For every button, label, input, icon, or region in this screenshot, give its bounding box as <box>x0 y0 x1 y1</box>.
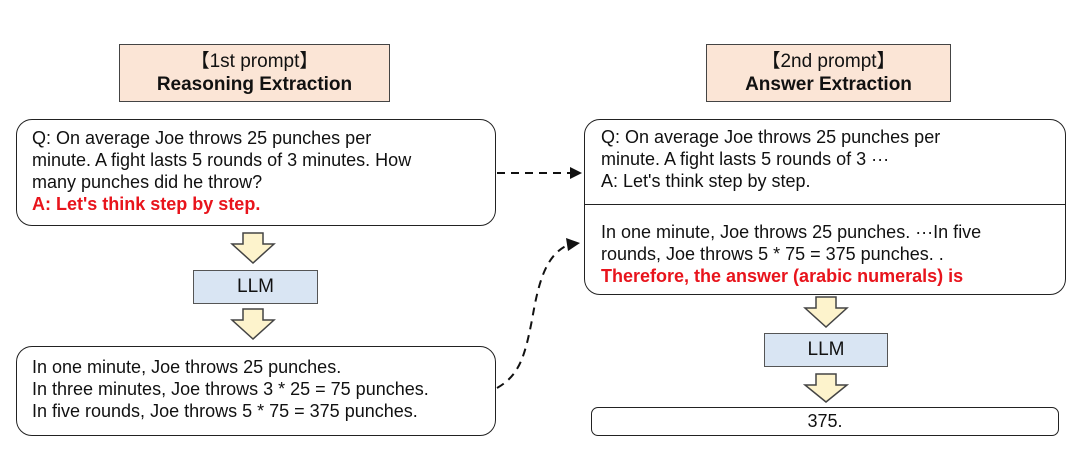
down-arrow-icon <box>802 373 850 403</box>
answer-extraction-header: 【2nd prompt】 Answer Extraction <box>706 44 951 102</box>
reasoning-extraction-header: 【1st prompt】 Reasoning Extraction <box>119 44 390 102</box>
prompt-line: Q: On average Joe throws 25 punches per <box>601 127 941 147</box>
answer-prompt-reasoning: In one minute, Joe throws 25 punches. ··… <box>601 221 981 287</box>
reasoning-line: In one minute, Joe throws 25 punches. <box>32 357 342 377</box>
reasoning-line: In five rounds, Joe throws 5 * 75 = 375 … <box>32 401 418 421</box>
header-step-label: 【2nd prompt】 <box>761 51 896 72</box>
reasoning-trigger: A: Let's think step by step. <box>32 194 261 214</box>
arrowhead-icon <box>570 167 582 179</box>
dashed-connector-reasoning <box>496 244 569 389</box>
answer-trigger: Therefore, the answer (arabic numerals) … <box>601 266 964 286</box>
arrowhead-icon <box>566 238 580 251</box>
llm-box: LLM <box>193 270 318 304</box>
llm-box: LLM <box>764 333 888 367</box>
answer-prompt-question: Q: On average Joe throws 25 punches per … <box>601 126 940 192</box>
down-arrow-icon <box>230 232 276 265</box>
header-step-label: 【1st prompt】 <box>190 51 319 72</box>
question-line: minute. A fight lasts 5 rounds of 3 minu… <box>32 150 412 170</box>
prompt-line: A: Let's think step by step. <box>601 171 811 191</box>
section-divider <box>585 204 1065 205</box>
question-line: Q: On average Joe throws 25 punches per <box>32 128 372 148</box>
final-answer-box: 375. <box>591 407 1059 436</box>
down-arrow-icon <box>230 308 276 341</box>
prompt-line: rounds, Joe throws 5 * 75 = 375 punches.… <box>601 244 944 264</box>
header-title: Reasoning Extraction <box>156 74 353 95</box>
question-line: many punches did he throw? <box>32 172 263 192</box>
prompt-line: In one minute, Joe throws 25 punches. ··… <box>601 222 982 242</box>
reasoning-line: In three minutes, Joe throws 3 * 25 = 75… <box>32 379 429 399</box>
reasoning-output-box: In one minute, Joe throws 25 punches. In… <box>16 346 496 436</box>
prompt-line: minute. A fight lasts 5 rounds of 3 ··· <box>601 149 890 169</box>
question-prompt-box: Q: On average Joe throws 25 punches per … <box>16 119 496 226</box>
header-title: Answer Extraction <box>745 74 912 95</box>
answer-prompt-box: Q: On average Joe throws 25 punches per … <box>584 119 1066 295</box>
down-arrow-icon <box>803 296 849 329</box>
